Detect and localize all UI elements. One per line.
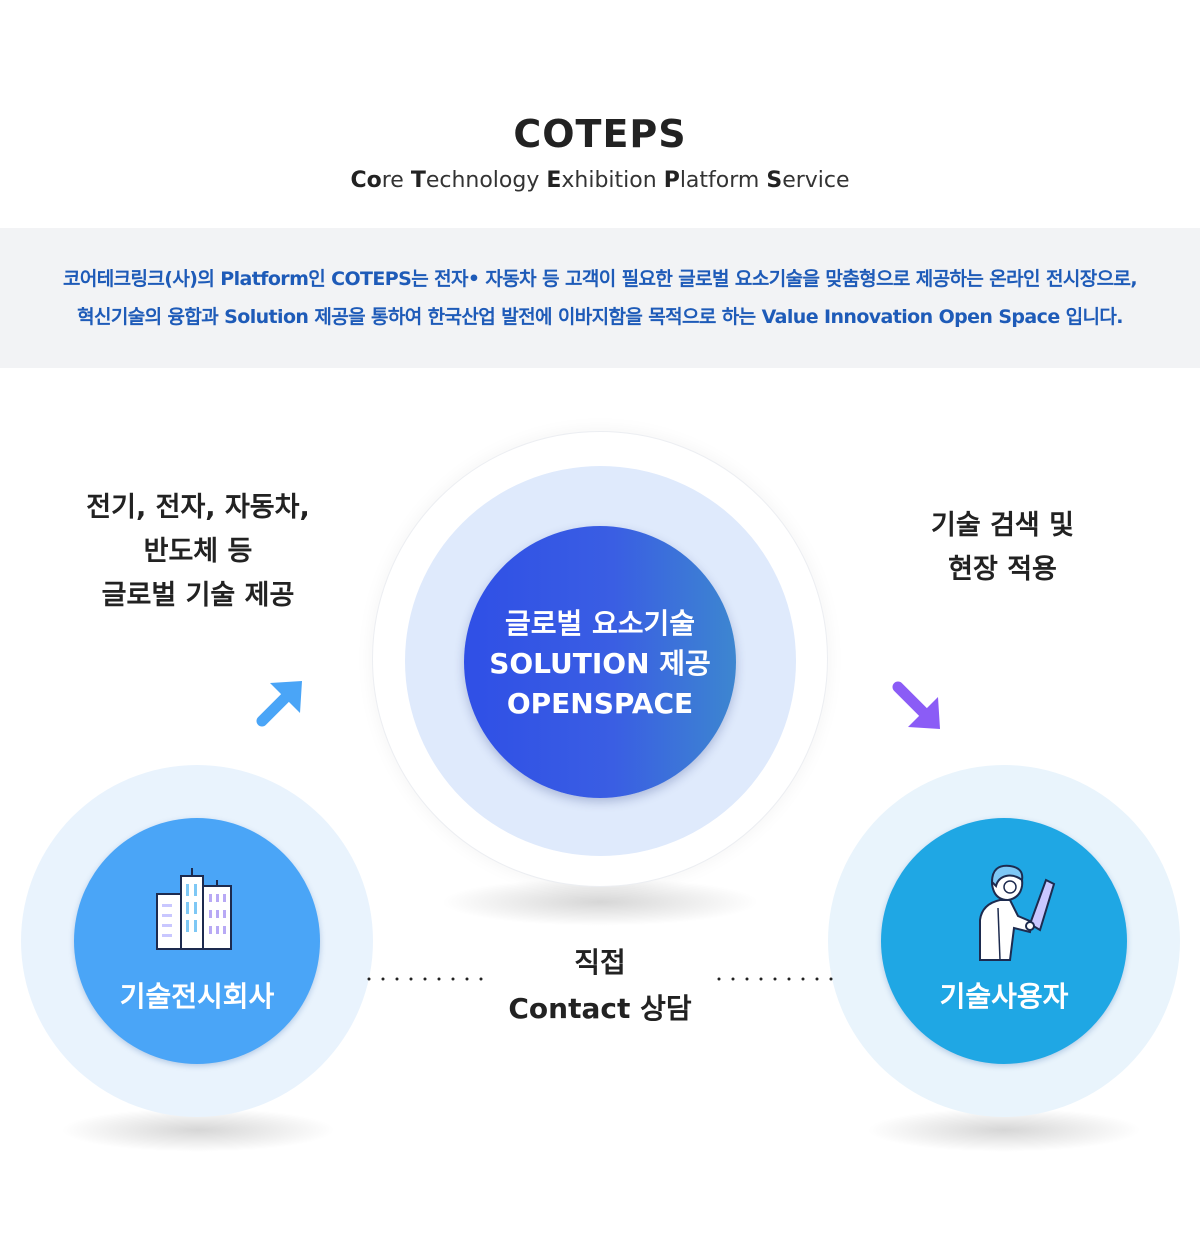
arrow-down-right-icon xyxy=(892,681,940,729)
subtitle-word-rest: echnology xyxy=(425,168,547,193)
intro-line-1: 코어테크링크(사)의 Platform인 COTEPS는 전자• 자동차 등 고… xyxy=(63,268,1138,290)
contact-line: 직접 xyxy=(574,946,626,979)
right-caption-line: 기술 검색 및 xyxy=(931,510,1074,541)
intro-band: 코어테크링크(사)의 Platform인 COTEPS는 전자• 자동차 등 고… xyxy=(0,228,1200,368)
left-dotted-connector xyxy=(367,977,491,981)
intro-line-2: 혁신기술의 융합과 Solution 제공을 통하여 한국산업 발전에 이바지함… xyxy=(77,306,1123,328)
exhibitor-label: 기술전시회사 xyxy=(119,980,275,1013)
center-label-line: SOLUTION 제공 xyxy=(489,647,711,680)
page-subtitle: Core Technology Exhibition Platform Serv… xyxy=(0,168,1200,193)
arrow-up-right-icon xyxy=(256,681,302,727)
center-label-line: OPENSPACE xyxy=(506,687,694,720)
page-title: COTEPS xyxy=(513,112,687,156)
center-label: 글로벌 요소기술 SOLUTION 제공 OPENSPACE xyxy=(464,604,736,724)
user-label: 기술사용자 xyxy=(939,980,1069,1013)
center-circle-core xyxy=(464,526,736,798)
left-caption: 전기, 전자, 자동차, 반도체 등 글로벌 기술 제공 xyxy=(48,486,348,618)
subtitle-word-rest: latform xyxy=(679,168,767,193)
contact-caption: 직접 Contact 상담 xyxy=(480,940,720,1032)
right-dotted-connector xyxy=(717,977,841,981)
person-with-document-icon xyxy=(979,864,1056,961)
contact-line: Contact 상담 xyxy=(508,992,692,1025)
subtitle-initial: Co xyxy=(350,168,382,193)
subtitle-initial: S xyxy=(766,168,783,193)
subtitle-initial: E xyxy=(546,168,562,193)
subtitle-word-rest: re xyxy=(381,168,411,193)
subtitle-initial: T xyxy=(410,168,426,193)
center-label-line: 글로벌 요소기술 xyxy=(504,607,696,640)
left-caption-line: 전기, 전자, 자동차, xyxy=(86,492,310,523)
left-caption-line: 글로벌 기술 제공 xyxy=(101,580,295,611)
left-caption-line: 반도체 등 xyxy=(143,536,253,567)
subtitle-word-rest: xhibition xyxy=(561,168,664,193)
right-caption-line: 현장 적용 xyxy=(948,554,1057,585)
right-caption: 기술 검색 및 현장 적용 xyxy=(855,504,1150,592)
buildings-icon xyxy=(156,868,232,950)
subtitle-initial: P xyxy=(663,168,680,193)
subtitle-word-rest: ervice xyxy=(782,168,850,193)
